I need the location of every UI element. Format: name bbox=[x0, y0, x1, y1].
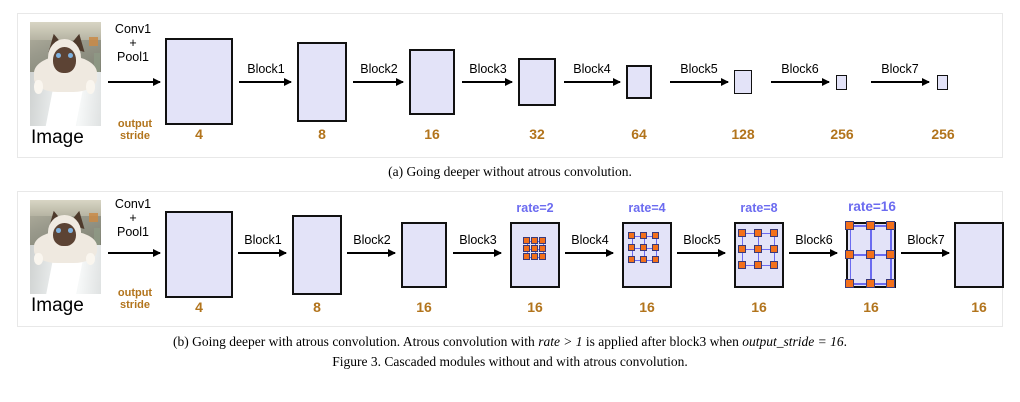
panel-b-feature-block-3 bbox=[401, 222, 447, 288]
atrous-kernel-rate-4 bbox=[628, 232, 664, 268]
panel-b-arrow-5 bbox=[677, 248, 726, 257]
panel-b-caption-math-2: output_stride = 16 bbox=[742, 334, 844, 349]
panel-b-arrow-4 bbox=[565, 248, 614, 257]
panel-b-op-label-block6: Block6 bbox=[795, 233, 833, 247]
panel-b-input-label: Image bbox=[31, 295, 84, 316]
stride-line-2: stride bbox=[120, 129, 150, 142]
panel-b-op-label-block4: Block4 bbox=[571, 233, 609, 247]
panel-b-stride-value-7: 16 bbox=[863, 299, 879, 315]
panel-a-caption: (a) Going deeper without atrous convolut… bbox=[388, 164, 632, 179]
input-image-cat-icon bbox=[30, 22, 101, 126]
panel-b-op-label-block5: Block5 bbox=[683, 233, 721, 247]
panel-a-stride-value-1: 4 bbox=[195, 126, 203, 142]
panel-a-feature-block-4 bbox=[518, 58, 556, 106]
panel-a-op-label-block1: Block1 bbox=[247, 62, 285, 76]
panel-a-arrow-3 bbox=[462, 77, 513, 86]
panel-a-stride-value-5: 64 bbox=[631, 126, 647, 142]
panel-a-feature-block-2 bbox=[297, 42, 347, 122]
panel-a-op-label-conv1pool1: Conv1 + Pool1 bbox=[104, 22, 162, 64]
op-line-2: + bbox=[129, 36, 137, 50]
panel-b-rate-label-2: rate=4 bbox=[628, 201, 666, 215]
panel-b-arrow-6 bbox=[789, 248, 838, 257]
stride-line-2: stride bbox=[120, 298, 150, 311]
panel-a-op-label-block2: Block2 bbox=[360, 62, 398, 76]
panel-b-caption-text-1: (b) Going deeper with atrous convolution… bbox=[172, 334, 539, 349]
atrous-kernel-rate-16 bbox=[845, 221, 897, 289]
figure-number: Figure 3. bbox=[332, 354, 382, 369]
panel-b-arrow-0 bbox=[108, 248, 161, 257]
panel-b-op-label-block3: Block3 bbox=[459, 233, 497, 247]
panel-a-op-label-block5: Block5 bbox=[680, 62, 718, 76]
panel-b-stride-value-1: 4 bbox=[195, 299, 203, 315]
panel-b-stride-value-2: 8 bbox=[313, 299, 321, 315]
panel-b-stride-value-8: 16 bbox=[971, 299, 987, 315]
stride-line-1: output bbox=[117, 287, 153, 299]
panel-a-stride-value-2: 8 bbox=[318, 126, 326, 142]
figure-title: Cascaded modules without and with atrous… bbox=[384, 354, 688, 369]
panel-a-stride-value-3: 16 bbox=[424, 126, 440, 142]
panel-b-feature-block-2 bbox=[292, 215, 342, 295]
panel-a-arrow-4 bbox=[564, 77, 621, 86]
panel-a-input-label: Image bbox=[31, 127, 84, 148]
panel-b-rate-label-3: rate=8 bbox=[740, 201, 778, 215]
panel-a-arrow-0 bbox=[108, 77, 161, 86]
input-image-cat-icon bbox=[30, 200, 101, 294]
panel-b-stage: Image Conv1 + Pool1 output stride 4 Bloc… bbox=[18, 192, 1004, 326]
panel-b-feature-block-1 bbox=[165, 211, 233, 298]
stride-line-1: output bbox=[117, 118, 153, 130]
op-line-1: Conv1 bbox=[114, 197, 152, 211]
panel-a-feature-block-1 bbox=[165, 38, 233, 125]
op-line-3: Pool1 bbox=[117, 50, 149, 64]
panel-b-caption-math-1: rate > 1 bbox=[538, 334, 583, 349]
panel-b-feature-block-8 bbox=[954, 222, 1004, 288]
op-line-1: Conv1 bbox=[114, 22, 152, 36]
panel-a-op-label-block7: Block7 bbox=[881, 62, 919, 76]
panel-a-feature-block-8 bbox=[937, 75, 948, 90]
op-line-2: + bbox=[129, 211, 137, 225]
panel-a-feature-block-5 bbox=[626, 65, 652, 99]
panel-a-feature-block-6 bbox=[734, 70, 752, 94]
op-line-3: Pool1 bbox=[117, 225, 149, 239]
atrous-kernel-rate-8 bbox=[738, 229, 782, 273]
panel-a-arrow-2 bbox=[353, 77, 404, 86]
panel-a-arrow-6 bbox=[771, 77, 830, 86]
panel-b-op-label-block1: Block1 bbox=[244, 233, 282, 247]
panel-b-stride-value-5: 16 bbox=[639, 299, 655, 315]
panel-a-stride-value-7: 256 bbox=[830, 126, 854, 142]
panel-b-arrow-1 bbox=[238, 248, 287, 257]
panel-a-arrow-7 bbox=[871, 77, 930, 86]
panel-b-with-atrous: Image Conv1 + Pool1 output stride 4 Bloc… bbox=[17, 191, 1004, 327]
panel-b-op-label-conv1pool1: Conv1 + Pool1 bbox=[104, 197, 162, 239]
panel-a-stride-value-6: 128 bbox=[731, 126, 755, 142]
panel-b-stride-value-4: 16 bbox=[527, 299, 543, 315]
panel-a-no-atrous: Image Conv1 + Pool1 output stride 4 Bloc… bbox=[17, 13, 1003, 158]
atrous-kernel-rate-2 bbox=[523, 237, 547, 261]
panel-b-caption: (b) Going deeper with atrous convolution… bbox=[0, 333, 1020, 351]
panel-b-arrow-2 bbox=[347, 248, 396, 257]
panel-b-stride-value-3: 16 bbox=[416, 299, 432, 315]
panel-b-arrow-7 bbox=[901, 248, 950, 257]
panel-a-op-label-block6: Block6 bbox=[781, 62, 819, 76]
figure-caption: Figure 3. Cascaded modules without and w… bbox=[0, 353, 1020, 371]
panel-a-arrow-5 bbox=[670, 77, 729, 86]
panel-a-op-label-block3: Block3 bbox=[469, 62, 507, 76]
panel-b-op-label-block7: Block7 bbox=[907, 233, 945, 247]
panel-a-stride-value-4: 32 bbox=[529, 126, 545, 142]
panel-b-output-stride-label: output stride bbox=[108, 287, 162, 312]
panel-a-arrow-1 bbox=[239, 77, 292, 86]
panel-a-feature-block-7 bbox=[836, 75, 847, 90]
panel-a-feature-block-3 bbox=[409, 49, 455, 115]
panel-b-op-label-block2: Block2 bbox=[353, 233, 391, 247]
panel-a-stage: Image Conv1 + Pool1 output stride 4 Bloc… bbox=[18, 14, 1002, 157]
panel-b-caption-text-3: . bbox=[843, 334, 847, 349]
panel-a-output-stride-label: output stride bbox=[108, 118, 162, 143]
panel-b-stride-value-6: 16 bbox=[751, 299, 767, 315]
panel-a-stride-value-8: 256 bbox=[931, 126, 955, 142]
panel-a-op-label-block4: Block4 bbox=[573, 62, 611, 76]
panel-b-rate-label-1: rate=2 bbox=[516, 201, 554, 215]
panel-b-caption-text-2: is applied after block3 when bbox=[582, 334, 743, 349]
panel-b-arrow-3 bbox=[453, 248, 502, 257]
panel-b-rate-label-4: rate=16 bbox=[848, 199, 896, 214]
